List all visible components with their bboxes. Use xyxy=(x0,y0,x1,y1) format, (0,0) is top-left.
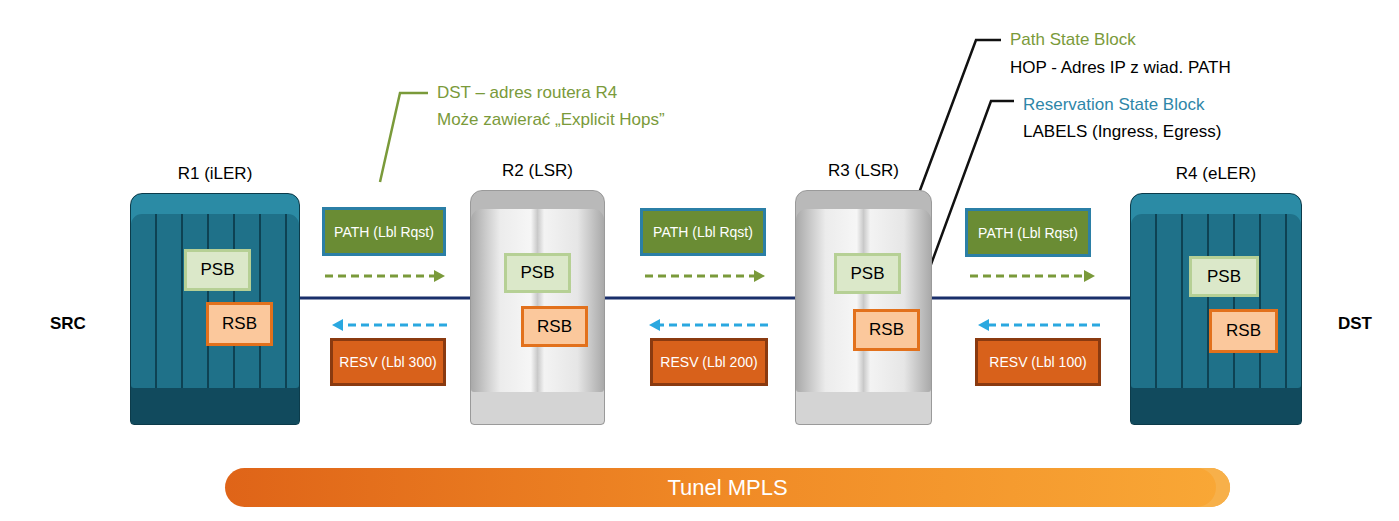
arrow-head xyxy=(434,270,445,282)
state-block: RSB xyxy=(521,306,588,347)
node-text: RESV (Lbl 100) xyxy=(989,354,1086,370)
state-block: PSB xyxy=(834,253,901,294)
node-text: RESV (Lbl 300) xyxy=(339,354,436,370)
arrow-head xyxy=(754,270,765,282)
router-name: R1 (iLER) xyxy=(91,164,339,184)
node-text: RSB xyxy=(537,317,572,337)
arrow-head xyxy=(332,319,343,331)
node-text: PATH (Lbl Rqst) xyxy=(653,224,753,240)
node-text: PATH (Lbl Rqst) xyxy=(334,224,434,240)
path-arrow xyxy=(645,275,754,278)
callout-text: Może zawierać „Explicit Hops” xyxy=(437,110,665,130)
callout-text: DST – adres routera R4 xyxy=(437,83,617,103)
arrow-head xyxy=(978,319,989,331)
state-block: RSB xyxy=(853,309,920,351)
message-box: RESV (Lbl 300) xyxy=(330,338,446,386)
state-block: RSB xyxy=(206,302,273,346)
arrow-head xyxy=(1084,270,1095,282)
callout-text: HOP - Adres IP z wiad. PATH xyxy=(1010,58,1231,78)
state-block: PSB xyxy=(184,249,251,291)
link-line xyxy=(605,297,795,300)
node-text: RSB xyxy=(222,314,257,334)
router-chassis: R1 (iLER)PSBRSB xyxy=(130,193,300,425)
callout-text: Path State Block xyxy=(1010,30,1136,50)
router-chassis: R3 (LSR)PSBRSB xyxy=(795,190,932,425)
state-block: PSB xyxy=(504,253,571,293)
endpoint-label: SRC xyxy=(50,314,86,334)
router-name: R2 (LSR) xyxy=(431,161,644,181)
message-box: PATH (Lbl Rqst) xyxy=(965,208,1091,257)
node-text: RSB xyxy=(1226,321,1261,341)
resv-arrow xyxy=(989,324,1100,327)
callout-text: LABELS (Ingress, Egress) xyxy=(1023,122,1221,142)
router-name: R4 (eLER) xyxy=(1091,164,1341,184)
path-arrow xyxy=(325,275,434,278)
node-text: PSB xyxy=(1207,267,1241,287)
callout-text: Reservation State Block xyxy=(1023,95,1204,115)
arrow-head xyxy=(649,319,660,331)
link-line xyxy=(932,297,1130,300)
state-block: PSB xyxy=(1189,256,1259,297)
node-text: RESV (Lbl 200) xyxy=(660,354,757,370)
node-text: RSB xyxy=(869,320,904,340)
endpoint-label: DST xyxy=(1338,314,1372,334)
resv-arrow xyxy=(660,324,768,327)
link-line xyxy=(300,297,470,300)
node-text: PATH (Lbl Rqst) xyxy=(978,225,1078,241)
node-text: Tunel MPLS xyxy=(667,475,787,501)
leader-line xyxy=(380,93,428,182)
router-chassis: R4 (eLER)PSBRSB xyxy=(1130,193,1302,425)
message-box: PATH (Lbl Rqst) xyxy=(322,207,446,256)
message-box: RESV (Lbl 100) xyxy=(975,338,1101,386)
resv-arrow xyxy=(343,324,447,327)
message-box: RESV (Lbl 200) xyxy=(650,338,768,386)
state-block: RSB xyxy=(1209,309,1278,353)
router-name: R3 (LSR) xyxy=(756,161,971,181)
node-text: PSB xyxy=(850,264,884,284)
node-text: PSB xyxy=(520,263,554,283)
router-chassis: R2 (LSR)PSBRSB xyxy=(470,190,605,425)
path-arrow xyxy=(970,275,1084,278)
message-box: PATH (Lbl Rqst) xyxy=(640,208,766,256)
node-text: PSB xyxy=(200,260,234,280)
tunnel-bar: Tunel MPLS xyxy=(225,468,1230,507)
